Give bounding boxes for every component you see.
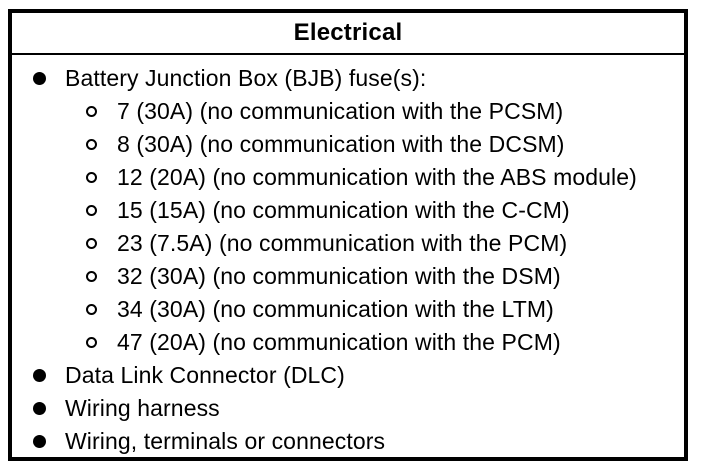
table-header: Electrical — [12, 13, 684, 55]
list-item: Battery Junction Box (BJB) fuse(s): — [12, 62, 684, 95]
list-item: 23 (7.5A) (no communication with the PCM… — [12, 227, 684, 260]
filled-circle-bullet-icon — [33, 72, 46, 85]
open-circle-bullet-icon — [86, 139, 97, 150]
list-item-text: 12 (20A) (no communication with the ABS … — [117, 164, 637, 190]
open-circle-bullet-icon — [86, 172, 97, 183]
open-circle-bullet-icon — [86, 304, 97, 315]
list-item: 12 (20A) (no communication with the ABS … — [12, 161, 684, 194]
list-item-text: 7 (30A) (no communication with the PCSM) — [117, 98, 564, 124]
open-circle-bullet-icon — [86, 238, 97, 249]
list-item-text: 47 (20A) (no communication with the PCM) — [117, 329, 561, 355]
open-circle-bullet-icon — [86, 271, 97, 282]
list-item-text: Battery Junction Box (BJB) fuse(s): — [65, 65, 427, 91]
open-circle-bullet-icon — [86, 337, 97, 348]
list-item: 34 (30A) (no communication with the LTM) — [12, 293, 684, 326]
table-body: Battery Junction Box (BJB) fuse(s): 7 (3… — [12, 55, 684, 458]
filled-circle-bullet-icon — [33, 435, 46, 448]
filled-circle-bullet-icon — [33, 369, 46, 382]
table-title: Electrical — [293, 19, 403, 46]
list-item: 8 (30A) (no communication with the DCSM) — [12, 128, 684, 161]
open-circle-bullet-icon — [86, 205, 97, 216]
list-item: 32 (30A) (no communication with the DSM) — [12, 260, 684, 293]
list-item: Wiring, terminals or connectors — [12, 425, 684, 458]
list-item-text: Wiring, terminals or connectors — [65, 428, 386, 454]
electrical-causes-table: Electrical Battery Junction Box (BJB) fu… — [8, 9, 688, 461]
list-item-text: Data Link Connector (DLC) — [65, 362, 345, 388]
open-circle-bullet-icon — [86, 106, 97, 117]
list-item: 15 (15A) (no communication with the C-CM… — [12, 194, 684, 227]
list-item: 47 (20A) (no communication with the PCM) — [12, 326, 684, 359]
list-item-text: 15 (15A) (no communication with the C-CM… — [117, 197, 570, 223]
list-item: Data Link Connector (DLC) — [12, 359, 684, 392]
filled-circle-bullet-icon — [33, 402, 46, 415]
list-item-text: 34 (30A) (no communication with the LTM) — [117, 296, 554, 322]
list-item-text: 32 (30A) (no communication with the DSM) — [117, 263, 561, 289]
list-item-text: Wiring harness — [65, 395, 220, 421]
list-item: Wiring harness — [12, 392, 684, 425]
list-item-text: 23 (7.5A) (no communication with the PCM… — [117, 230, 568, 256]
list-item-text: 8 (30A) (no communication with the DCSM) — [117, 131, 565, 157]
list-item: 7 (30A) (no communication with the PCSM) — [12, 95, 684, 128]
